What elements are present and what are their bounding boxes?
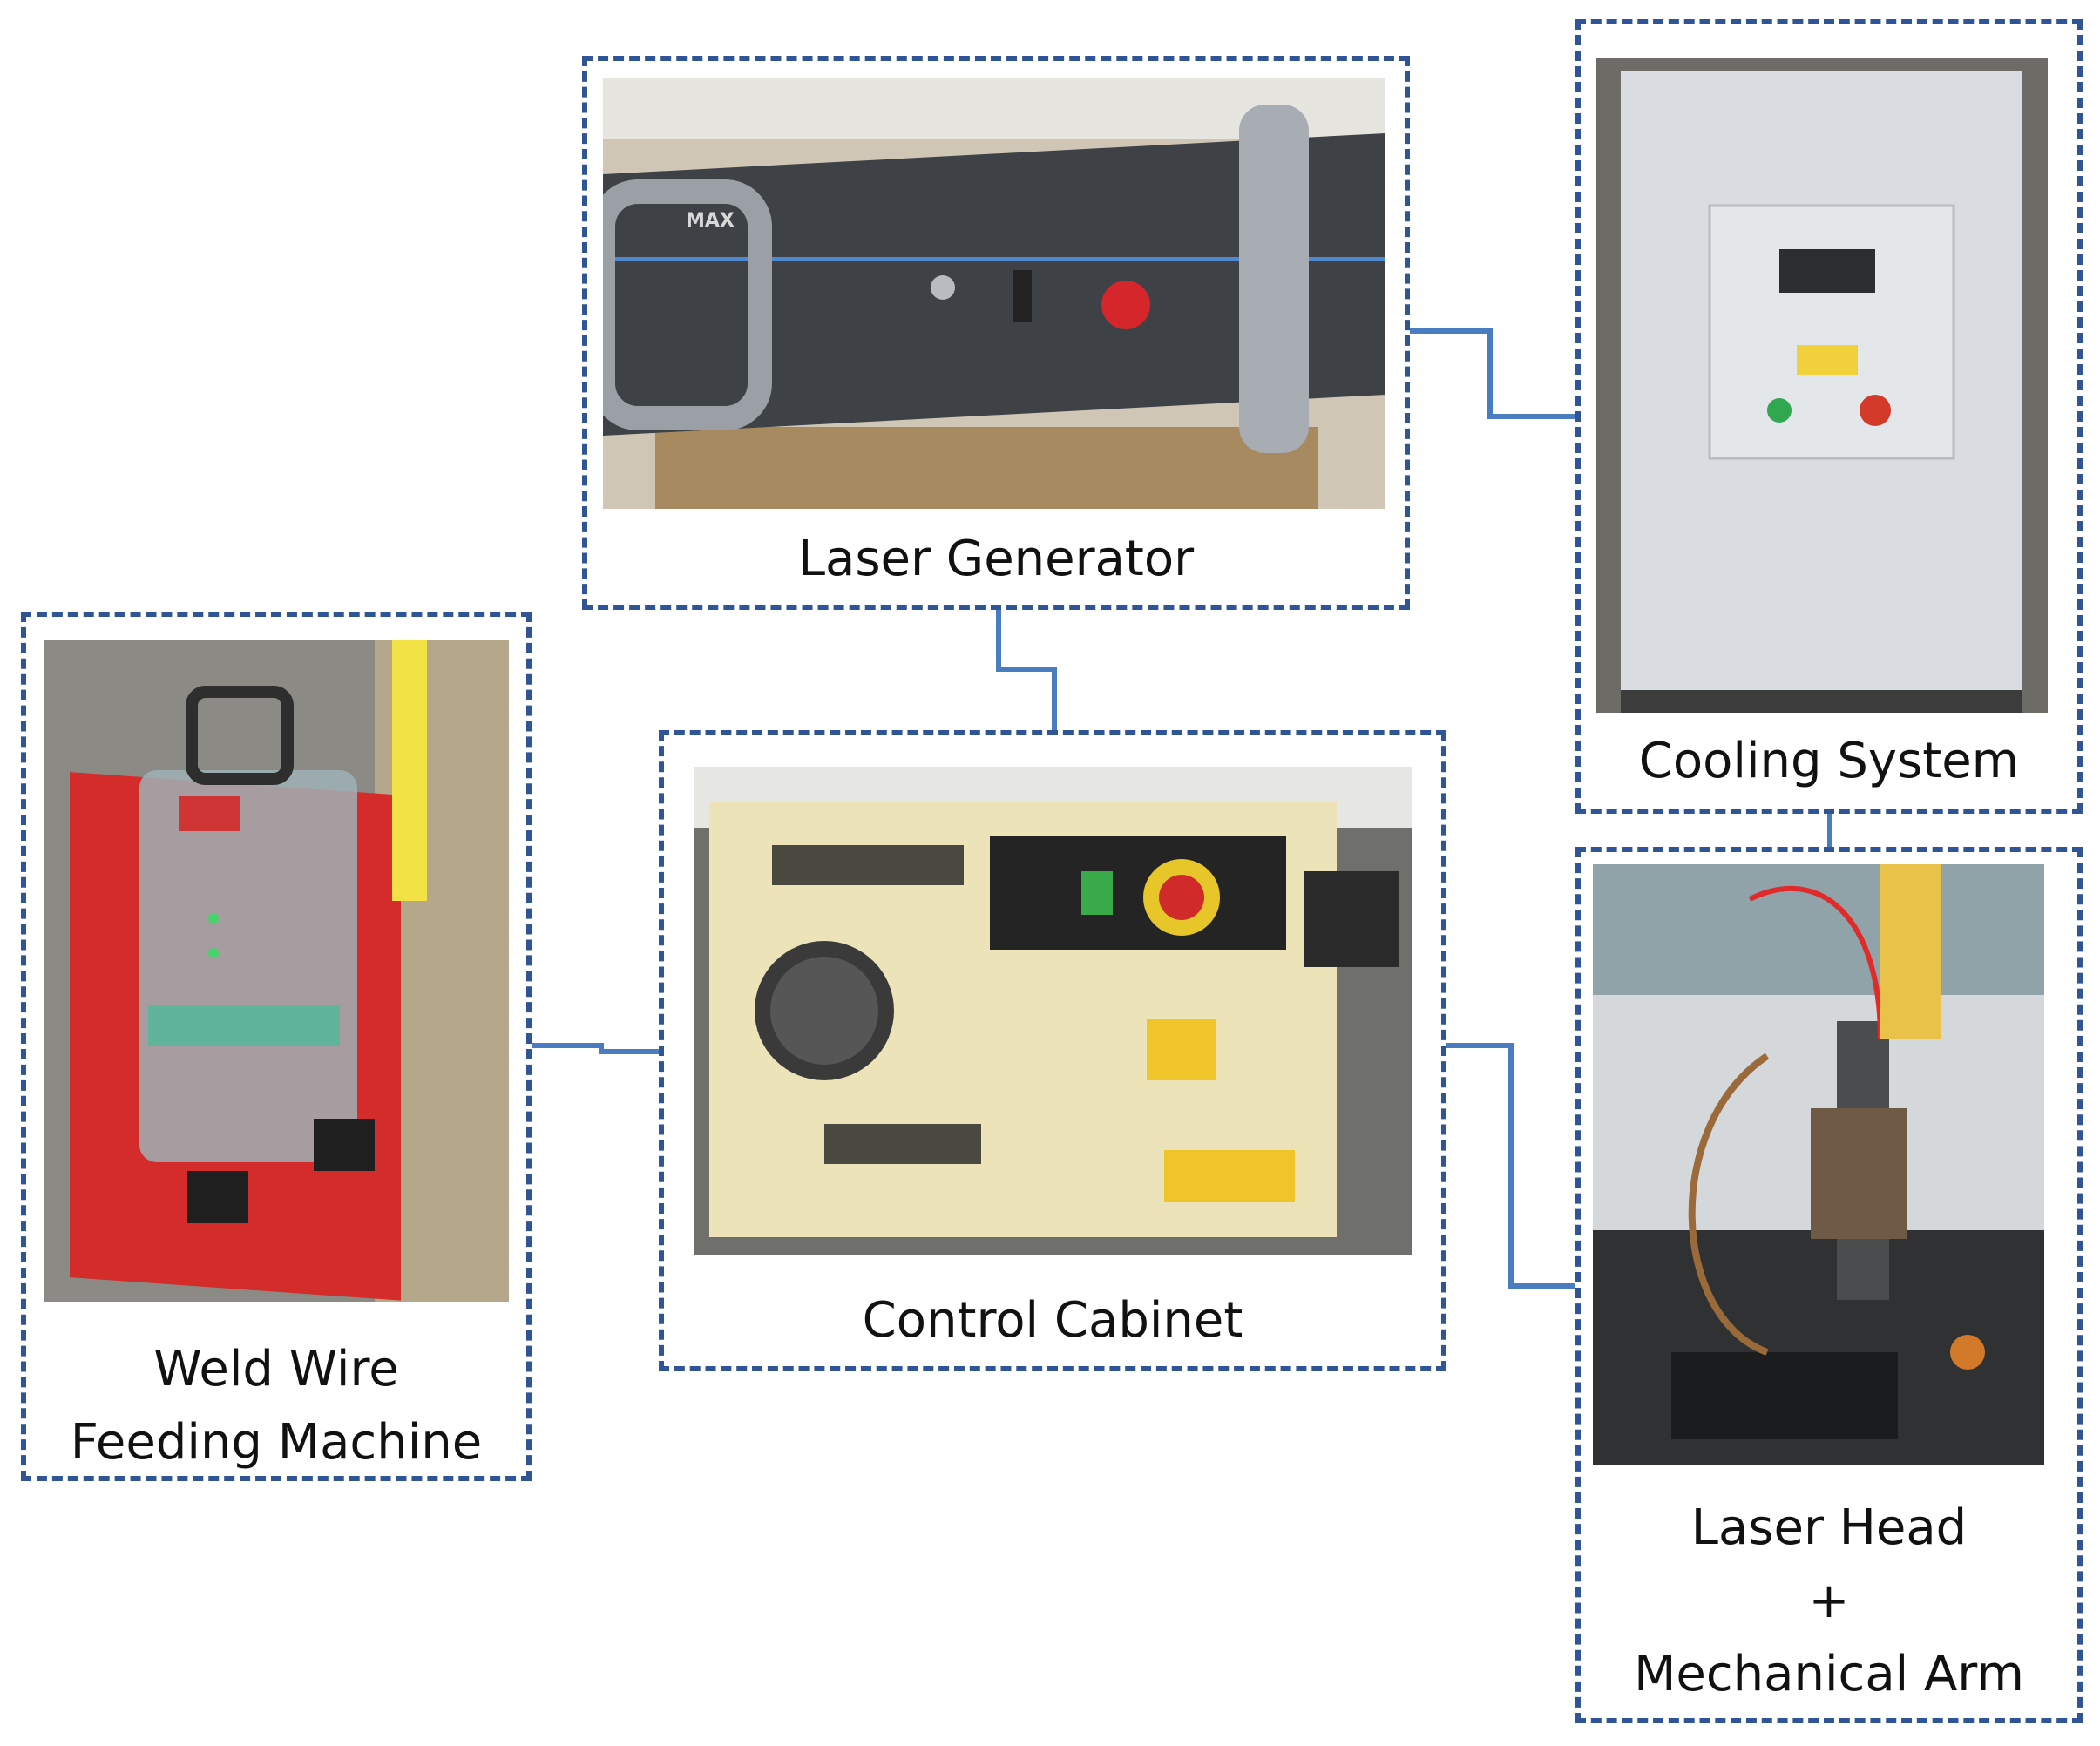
cooling-system-label: Cooling System — [1638, 733, 2020, 789]
connector-generator-cooling — [1408, 328, 1575, 419]
connector-generator-cabinet — [996, 610, 1057, 730]
svg-text:MAX: MAX — [686, 210, 735, 232]
laser-generator-photo: MAX — [603, 78, 1385, 509]
connector-cabinet-arm — [1446, 1043, 1575, 1289]
weld-wire-feeder-photo — [44, 640, 509, 1302]
cooling-system-photo — [1596, 58, 2048, 713]
laser-head-arm-photo — [1593, 864, 2044, 1465]
laser-generator-label: Laser Generator — [797, 531, 1195, 587]
laser-head-arm-label: Laser Head + Mechanical Arm — [1634, 1499, 2024, 1702]
control-cabinet-label: Control Cabinet — [862, 1292, 1243, 1349]
control-cabinet-photo — [694, 767, 1412, 1255]
weld-wire-feeder-label: Weld Wire Feeding Machine — [70, 1341, 483, 1471]
connector-cabinet-feeder — [532, 1043, 659, 1054]
